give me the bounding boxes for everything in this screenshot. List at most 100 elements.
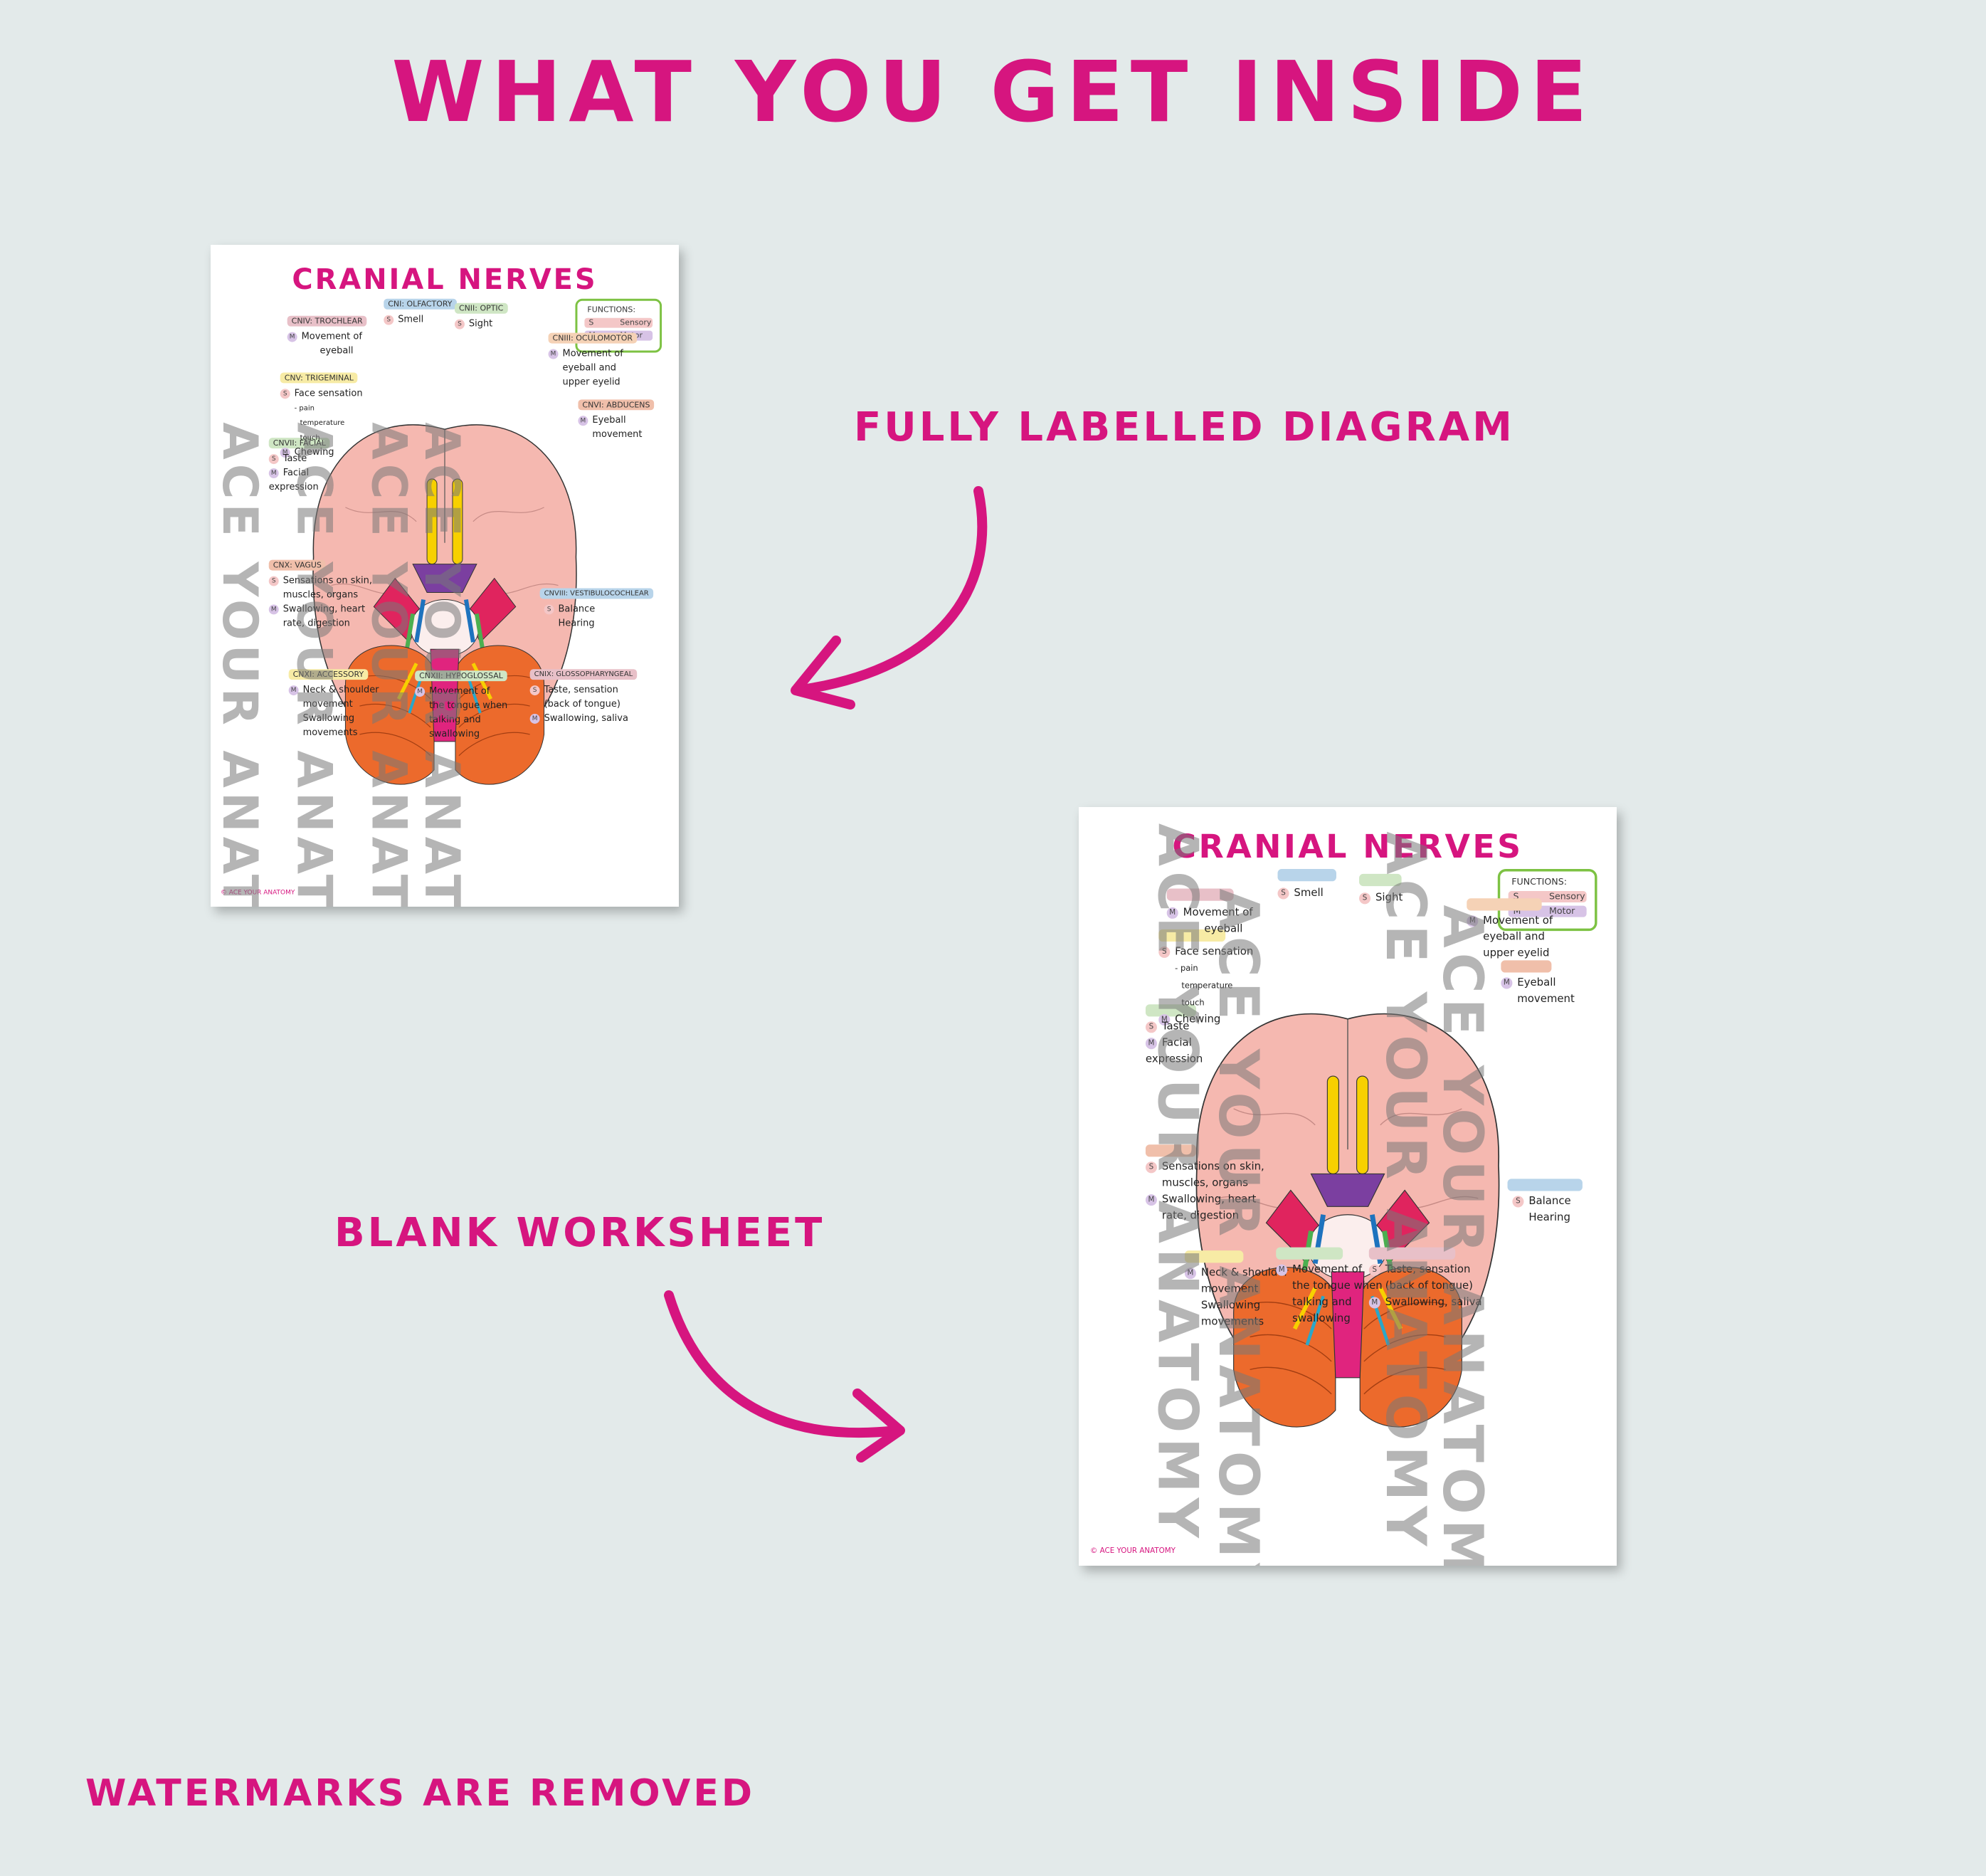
trochlear-line: Movement of xyxy=(1183,906,1253,919)
oculomotor-line: eyeball and xyxy=(1483,931,1545,944)
motor-badge: M xyxy=(1145,1038,1157,1050)
glossopharyngeal-line: Taste, sensation xyxy=(544,685,618,696)
trigeminal-line: - pain xyxy=(1175,964,1198,974)
abducens-line: Eyeball xyxy=(1517,976,1556,989)
sensory-text: Sensory xyxy=(1548,890,1585,902)
motor-badge: M xyxy=(1145,1194,1157,1206)
motor-badge: M xyxy=(1276,1264,1288,1276)
trigeminal-blank xyxy=(1158,929,1226,942)
hypoglossal-line: the tongue when xyxy=(429,700,508,712)
motor-badge: M xyxy=(529,714,540,724)
sensory-badge: S xyxy=(268,576,279,586)
hypoglossal-line: talking and xyxy=(1292,1296,1352,1309)
blank-worksheet-label: BLANK WORKSHEET xyxy=(334,1210,825,1256)
trochlear-name: CNIV: TROCHLEAR xyxy=(287,315,367,327)
accessory-name: CNXI: ACCESSORY xyxy=(288,669,369,680)
watermark: ACE YOUR ANATOMY xyxy=(1430,905,1495,1566)
facial-line: Facial xyxy=(282,468,310,479)
accessory-line: Swallowing xyxy=(302,713,355,724)
vestibulocochlear-line: Balance xyxy=(558,604,596,615)
sensory-badge: S xyxy=(1359,892,1371,905)
sensory-badge: S xyxy=(384,315,394,325)
oculomotor-line: Movement of xyxy=(562,348,623,359)
sensory-text: Sensory xyxy=(620,317,652,327)
motor-text: Motor xyxy=(1548,905,1575,917)
sensory-badge: S xyxy=(1368,1264,1380,1276)
trochlear-blank xyxy=(1166,888,1234,901)
motor-badge: M xyxy=(1368,1297,1380,1309)
facial-name: CNVII: FACIAL xyxy=(268,438,330,449)
oculomotor-blank xyxy=(1467,898,1542,911)
vagus-line: Sensations on skin, xyxy=(1161,1161,1264,1174)
trigeminal-line: - pain xyxy=(294,404,315,413)
motor-badge: M xyxy=(1158,1013,1171,1026)
facial-line: Taste xyxy=(282,453,307,465)
vagus-line: rate, digestion xyxy=(282,618,350,629)
oculomotor-line: Movement of xyxy=(1483,915,1553,927)
sensory-badge: S xyxy=(454,319,465,330)
oculomotor-line: eyeball and xyxy=(562,362,617,374)
facial-line: Taste xyxy=(1161,1021,1190,1033)
copyright: © ACE YOUR ANATOMY xyxy=(1090,1547,1176,1556)
glossopharyngeal-line: (back of tongue) xyxy=(544,699,620,710)
vagus-line: muscles, organs xyxy=(282,589,359,601)
fully-labelled-label: FULLY LABELLED DIAGRAM xyxy=(854,404,1515,450)
sensory-badge: S xyxy=(529,685,540,696)
trigeminal-line: Chewing xyxy=(1175,1013,1221,1026)
sensory-badge: S xyxy=(1512,1196,1524,1208)
sensory-badge: S xyxy=(544,604,554,615)
vestibulocochlear-blank xyxy=(1507,1179,1583,1191)
optic-blank xyxy=(1359,873,1402,887)
main-title: WHAT YOU GET INSIDE xyxy=(391,43,1595,141)
sensory-badge: S xyxy=(1145,1161,1157,1174)
trigeminal-line: Chewing xyxy=(294,447,334,458)
watermark: ACE YOUR ANATOMY xyxy=(211,422,268,907)
accessory-line: movement xyxy=(302,699,353,710)
sensory-badge: S xyxy=(1158,946,1171,958)
glossopharyngeal-blank xyxy=(1368,1247,1456,1260)
arrow-to-labelled-icon xyxy=(791,486,988,710)
vestibulocochlear-line: Hearing xyxy=(558,618,595,629)
motor-badge: M xyxy=(268,468,279,479)
facial-line: Facial xyxy=(1161,1037,1192,1050)
accessory-line: Neck & shoulder xyxy=(302,685,379,696)
legend-title: FUNCTIONS: xyxy=(1511,876,1567,887)
hypoglossal-line: Movement of xyxy=(1292,1263,1363,1276)
vagus-line: Sensations on skin, xyxy=(282,575,372,586)
trochlear-line: eyeball xyxy=(1204,922,1243,935)
blank-worksheet-sheet: CRANIAL NERVES FUNCTIONS: S Sensory M Moto… xyxy=(1079,807,1617,1566)
optic-name: CNII: OPTIC xyxy=(454,302,508,314)
motor-badge: M xyxy=(268,604,279,615)
olfactory-blank xyxy=(1277,869,1336,882)
accessory-line: movements xyxy=(1200,1315,1264,1328)
facial-line: expression xyxy=(268,481,319,492)
olfactory-line: Smell xyxy=(398,314,424,325)
oculomotor-line: upper eyelid xyxy=(1483,947,1550,960)
motor-badge: M xyxy=(1501,977,1513,989)
sheet-title: CRANIAL NERVES xyxy=(292,263,598,296)
glossopharyngeal-line: Swallowing, saliva xyxy=(544,713,628,724)
vagus-blank xyxy=(1145,1144,1196,1157)
motor-badge: M xyxy=(1467,915,1479,927)
sensory-badge: S xyxy=(280,389,290,399)
motor-badge: M xyxy=(1184,1268,1196,1280)
sheet-title: CRANIAL NERVES xyxy=(1172,828,1523,866)
abducens-name: CNVI: ABDUCENS xyxy=(578,399,655,411)
motor-badge: M xyxy=(548,349,559,359)
vagus-line: rate, digestion xyxy=(1161,1209,1240,1223)
motor-badge: M xyxy=(287,332,297,342)
vagus-line: Swallowing, heart xyxy=(282,604,366,615)
